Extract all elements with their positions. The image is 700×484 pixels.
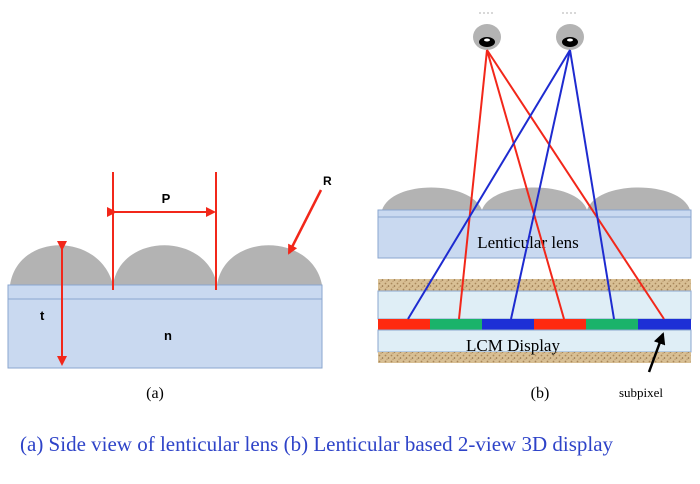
lcm-display-label: LCM Display — [466, 336, 560, 355]
figure-caption: (a) Side view of lenticular lens (b) Len… — [20, 432, 614, 456]
lens-b-2 — [482, 187, 587, 210]
panel-b-caption: (b) — [531, 385, 550, 402]
radius-label: R — [323, 174, 332, 188]
radius-arrow — [287, 189, 323, 255]
subpixel-4 — [534, 319, 586, 330]
display-texture-top — [378, 279, 691, 291]
subpixel-5 — [586, 319, 638, 330]
index-label: n — [164, 328, 172, 343]
subpixel-2 — [430, 319, 482, 330]
subpixel-3 — [482, 319, 534, 330]
lens-b-1 — [382, 187, 482, 210]
subpixel-6 — [638, 319, 691, 330]
panel-a-caption: (a) — [146, 385, 164, 402]
right-eye-icon — [556, 12, 584, 50]
display-texture-bottom — [378, 352, 691, 363]
display-glass-top — [377, 290, 692, 320]
subpixel-arrow — [647, 332, 666, 373]
left-eye-icon — [473, 12, 501, 50]
left-eye-rays — [458, 49, 665, 320]
subpixel-label: subpixel — [619, 385, 663, 400]
subpixel-row — [378, 319, 691, 330]
substrate-a — [7, 284, 323, 369]
panel-b: Lenticular lens LCM Display su — [377, 12, 692, 402]
lens-b-3 — [587, 187, 690, 210]
right-eye-rays — [407, 49, 615, 320]
thickness-label: t — [40, 308, 45, 323]
panel-a: P R t n (a) — [7, 172, 332, 402]
lens-a-2 — [113, 245, 217, 285]
pitch-label: P — [162, 191, 171, 206]
subpixel-1 — [378, 319, 430, 330]
lens-a-3 — [217, 245, 322, 285]
